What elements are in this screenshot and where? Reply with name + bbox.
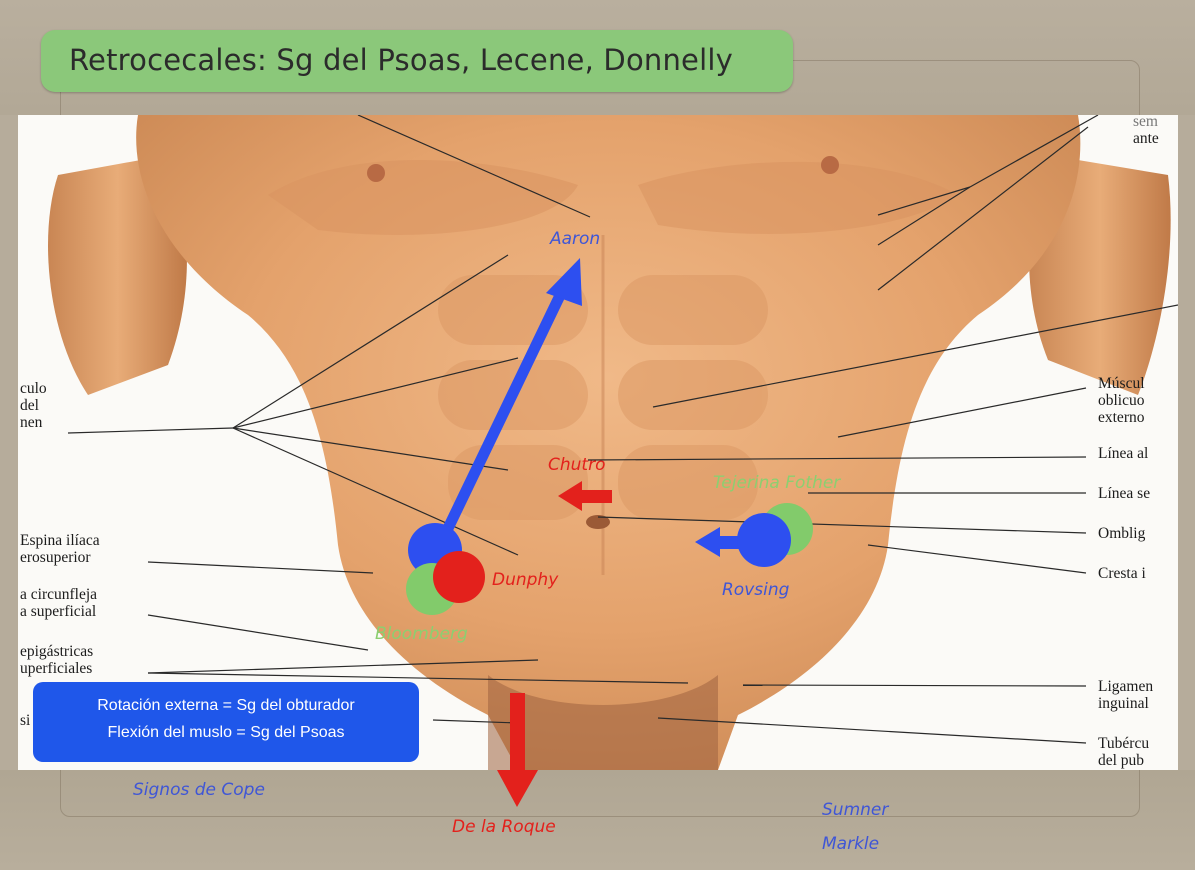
chutro-arrow-shaft xyxy=(578,490,612,503)
info-line-psoas: Flexión del muslo = Sg del Psoas xyxy=(33,724,419,742)
slide-title: Retrocecales: Sg del Psoas, Lecene, Donn… xyxy=(69,43,733,77)
dunphy-circle xyxy=(433,551,485,603)
sign-bloomberg: Bloomberg xyxy=(375,624,468,644)
roque-arrow-head xyxy=(497,770,538,807)
rovsing-circle xyxy=(737,513,791,567)
sign-chutro: Chutro xyxy=(548,455,605,475)
info-line-obturador: Rotación externa = Sg del obturador xyxy=(33,697,419,715)
aaron-arrow-head xyxy=(546,258,582,306)
roque-arrow-shaft xyxy=(510,693,525,773)
chutro-arrow-head xyxy=(558,481,582,511)
sign-sumner: Sumner xyxy=(822,800,888,820)
sign-rovsing: Rovsing xyxy=(722,580,789,600)
sign-cope: Signos de Cope xyxy=(133,780,265,800)
sign-dunphy: Dunphy xyxy=(492,570,558,590)
sign-de-la-roque: De la Roque xyxy=(452,817,556,837)
aaron-arrow-shaft xyxy=(440,285,565,545)
sign-markle: Markle xyxy=(822,834,879,854)
sign-tejerina-fother: Tejerina Fother xyxy=(713,473,840,493)
rovsing-arrow-head xyxy=(695,527,720,557)
title-banner: Retrocecales: Sg del Psoas, Lecene, Donn… xyxy=(41,30,793,92)
sign-aaron: Aaron xyxy=(550,229,600,249)
info-box: Rotación externa = Sg del obturador Flex… xyxy=(33,682,419,762)
